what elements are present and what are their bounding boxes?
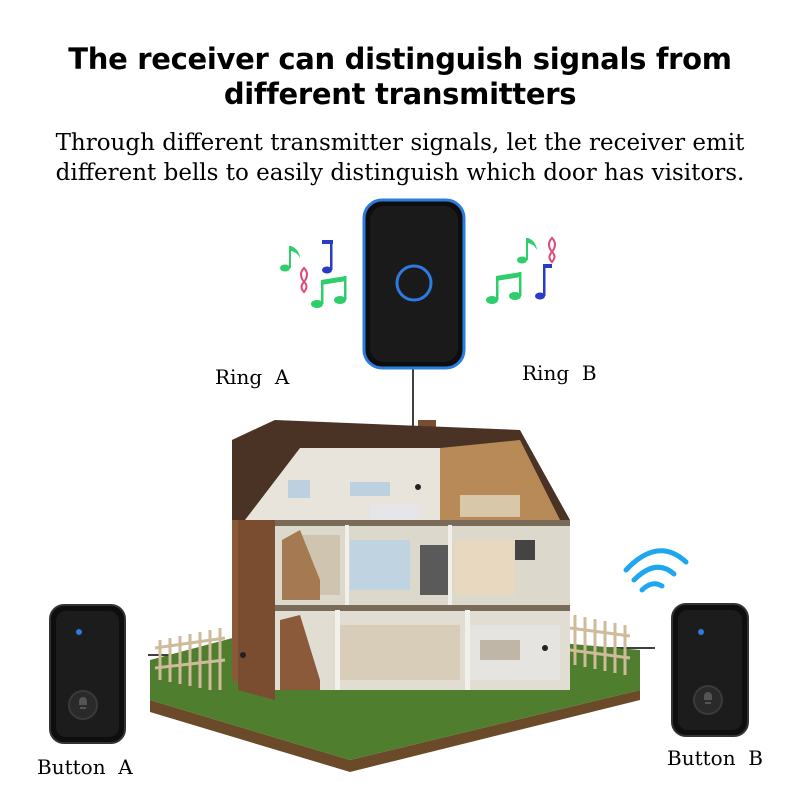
fence-left — [154, 628, 226, 690]
staircase — [282, 530, 320, 600]
ring-b-label: Ring B — [522, 361, 597, 385]
music-notes-left-icon — [280, 240, 347, 308]
receiver-ring-icon — [395, 264, 433, 302]
button-a-label: Button A — [37, 755, 133, 779]
attic-room — [245, 448, 440, 520]
button-a-led-icon — [76, 629, 82, 635]
ring-a-label: Ring A — [215, 365, 290, 389]
button-b-label: Button B — [667, 746, 763, 770]
description: Through different transmitter signals, l… — [0, 128, 800, 188]
fence-right — [569, 615, 631, 675]
button-b-device — [671, 603, 749, 737]
title-line-1: The receiver can distinguish signals fro… — [68, 42, 732, 76]
description-line-1: Through different transmitter signals, l… — [55, 130, 745, 156]
house-illustration — [150, 420, 640, 772]
receiver-device — [362, 198, 466, 370]
music-notes-right-icon — [486, 236, 556, 304]
button-b-led-icon — [698, 629, 704, 635]
title-line-2: different transmitters — [223, 77, 577, 111]
page-title: The receiver can distinguish signals fro… — [0, 42, 800, 112]
wifi-signal-icon — [623, 548, 689, 593]
description-line-2: different bells to easily distinguish wh… — [55, 160, 745, 186]
button-a-device — [49, 604, 126, 744]
